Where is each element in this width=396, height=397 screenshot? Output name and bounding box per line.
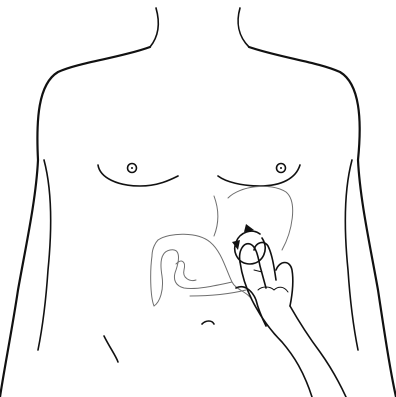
right-arm-inner-line (345, 160, 358, 350)
right-shoulder-arm-outline (249, 47, 396, 397)
index-finger (240, 244, 266, 288)
right-pectoral-line (218, 165, 300, 186)
navel (202, 321, 214, 324)
right-nipple-center (280, 167, 282, 169)
stomach-lower-curve (151, 240, 158, 306)
left-shoulder-arm-outline (0, 47, 150, 397)
left-pectoral-line (98, 165, 178, 186)
intestine-loop (176, 261, 196, 280)
thumb (236, 287, 266, 326)
neck-left-line (150, 8, 158, 47)
rib-cage-inner (214, 196, 218, 236)
knuckle-line (258, 287, 288, 292)
rib-cage-outline (228, 186, 293, 250)
left-nipple-center (131, 167, 133, 169)
hand-icon (236, 243, 346, 397)
left-waist-curve (104, 336, 118, 362)
ring-finger (276, 263, 293, 307)
duodenum-tail (190, 290, 246, 296)
rotation-arrowhead-left (232, 240, 240, 250)
neck-right-line (238, 8, 249, 47)
left-arm-inner-line (38, 160, 51, 350)
